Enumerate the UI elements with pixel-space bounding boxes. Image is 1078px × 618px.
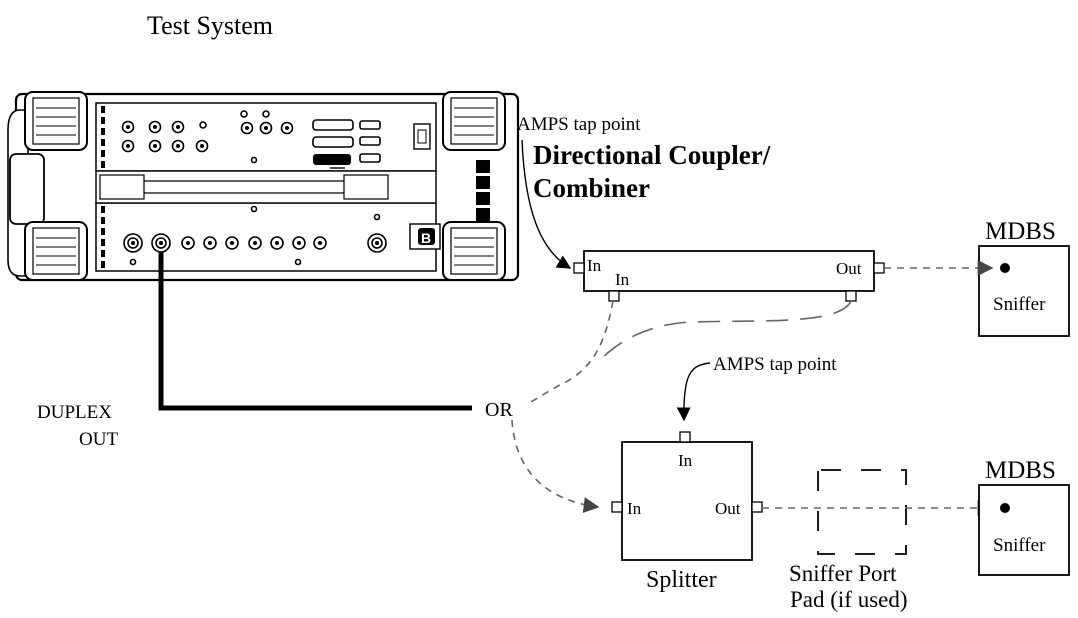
coupler-in-port-bottom: [608, 290, 620, 302]
splitter-in-port-top: [679, 431, 691, 443]
coupler-in-bottom-label: In: [615, 270, 630, 289]
duplex-label-line1: DUPLEX: [37, 402, 112, 423]
mdbs-label-bottom: MDBS: [985, 457, 1056, 484]
pad-label-line2: Pad (if used): [790, 587, 908, 612]
coupler-port-bottom-right: [845, 290, 857, 302]
svg-text:B: B: [421, 230, 431, 246]
amps-tap-label-top: AMPS tap point: [517, 114, 641, 135]
diagram-title: Test System: [147, 11, 273, 40]
or-to-splitter-route: [511, 419, 600, 514]
duplex-out-cable: [158, 252, 472, 411]
duplex-label-line2: OUT: [79, 429, 118, 450]
coupler-out-label: Out: [836, 259, 862, 278]
splitter-name: Splitter: [646, 567, 717, 593]
coupler-in-left-label: In: [587, 256, 602, 275]
sniffer-label-bottom: Sniffer: [993, 535, 1046, 556]
coupler-return-route: [599, 300, 852, 361]
sniffer-port-bottom: [1000, 503, 1010, 513]
mdbs-box-top: [978, 245, 1070, 337]
splitter-in-port-left: [611, 501, 623, 513]
splitter-in-top-label: In: [678, 451, 693, 470]
splitter-out-port: [751, 501, 763, 513]
coupler-in-port-left: [573, 262, 585, 274]
amps-tap-arrow-mid: [676, 362, 711, 422]
sniffer-label-top: Sniffer: [993, 294, 1046, 315]
amps-tap-label-mid: AMPS tap point: [713, 354, 837, 375]
sniffer-port-top: [1000, 263, 1010, 273]
test-system-instrument: B: [7, 91, 520, 282]
splitter-in-left-label: In: [627, 499, 642, 518]
splitter-out-label: Out: [715, 499, 741, 518]
mdbs-label-top: MDBS: [985, 218, 1056, 245]
directional-coupler-box: [583, 250, 875, 292]
or-to-coupler-in-route: [526, 300, 614, 405]
coupler-title-line1: Directional Coupler/: [533, 140, 771, 170]
sniffer-port-pad-box: [817, 469, 907, 555]
or-label: OR: [485, 399, 513, 421]
coupler-out-port: [873, 262, 885, 274]
coupler-title-line2: Combiner: [533, 173, 650, 203]
amps-tap-arrow-top: [521, 139, 572, 269]
mdbs-box-bottom: [978, 484, 1070, 576]
pad-label-line1: Sniffer Port: [789, 561, 897, 586]
